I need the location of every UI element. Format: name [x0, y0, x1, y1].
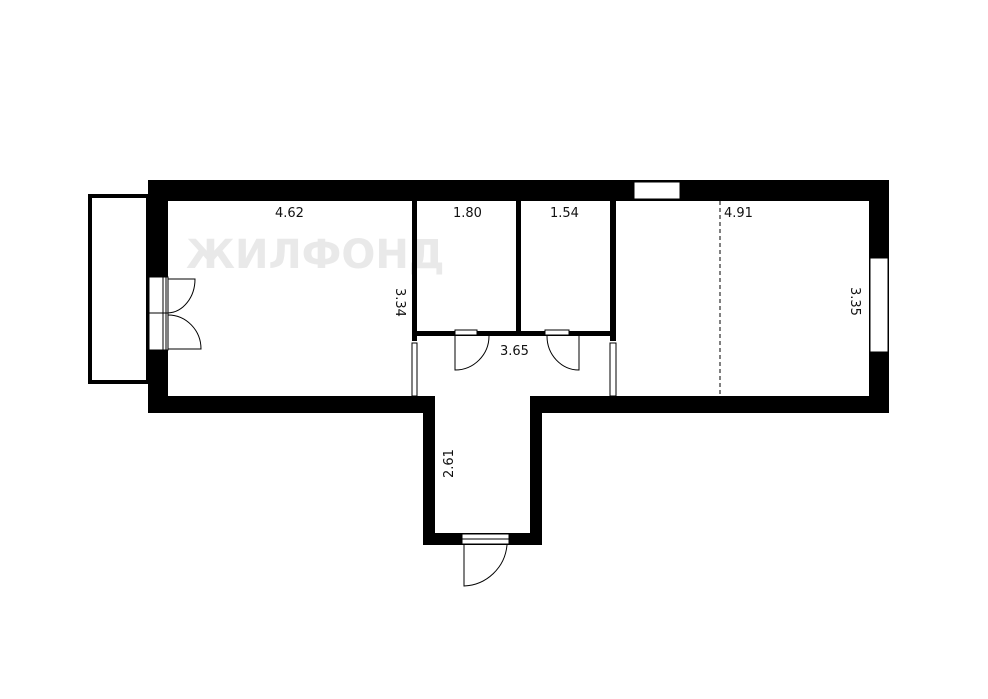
partition-baths	[516, 201, 521, 335]
partition-right	[610, 201, 616, 341]
dim-hall-width: 3.65	[500, 344, 529, 359]
dim-entry-length: 2.61	[442, 449, 457, 478]
top-wall	[148, 180, 889, 201]
window-right	[869, 257, 889, 353]
dim-bath-1-width: 1.80	[453, 206, 482, 221]
bath-2-door[interactable]	[544, 329, 580, 371]
entry-door[interactable]	[461, 533, 510, 587]
watermark: ЖИЛФОНД	[186, 232, 444, 278]
dim-room-left-width: 4.62	[275, 206, 304, 221]
dim-room-right-height: 3.35	[847, 287, 862, 316]
partition-hall	[412, 331, 616, 336]
entry-left-wall	[423, 396, 435, 545]
opening-right	[609, 342, 617, 397]
balcony	[88, 194, 150, 384]
dim-room-left-height: 3.34	[392, 288, 407, 317]
entry-right-wall	[530, 396, 542, 545]
bottom-left-wall	[148, 396, 434, 413]
walls	[148, 180, 889, 545]
opening-left	[411, 342, 418, 397]
dim-bath-2-width: 1.54	[550, 206, 579, 221]
bottom-right-wall	[530, 396, 889, 413]
balcony-door[interactable]	[148, 276, 202, 351]
partition-left	[412, 201, 417, 341]
bath-1-door[interactable]	[454, 329, 490, 371]
window-top	[633, 181, 681, 200]
dim-room-right-width: 4.91	[724, 206, 753, 221]
